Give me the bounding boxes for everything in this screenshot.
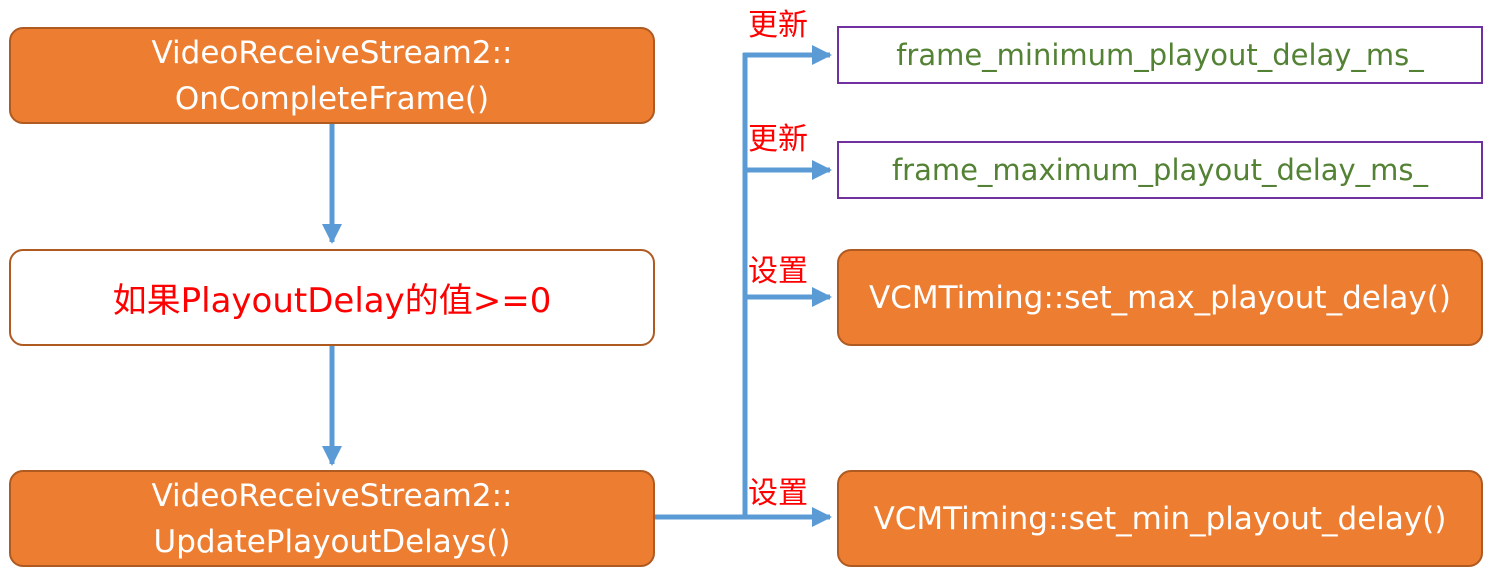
frame-max-box: frame_maximum_playout_delay_ms_ bbox=[837, 141, 1483, 199]
update-label-1: 更新 bbox=[748, 8, 808, 43]
set-min-playout-delay-box: VCMTiming::set_min_playout_delay() bbox=[837, 470, 1483, 567]
set-label-2: 设置 bbox=[748, 476, 808, 511]
set-label-1: 设置 bbox=[748, 254, 808, 289]
set-max-playout-delay-label: VCMTiming::set_max_playout_delay() bbox=[869, 279, 1451, 316]
set-min-playout-delay-label: VCMTiming::set_min_playout_delay() bbox=[873, 500, 1447, 537]
set-max-playout-delay-box: VCMTiming::set_max_playout_delay() bbox=[837, 249, 1483, 346]
condition-box: 如果PlayoutDelay的值>=0 bbox=[9, 249, 655, 346]
frame-max-label: frame_maximum_playout_delay_ms_ bbox=[891, 153, 1429, 187]
on-complete-frame-box: VideoReceiveStream2:: OnCompleteFrame() bbox=[9, 27, 655, 124]
update-playout-delays-box: VideoReceiveStream2:: UpdatePlayoutDelay… bbox=[9, 470, 655, 567]
update-playout-delays-label: VideoReceiveStream2:: UpdatePlayoutDelay… bbox=[151, 477, 513, 560]
update-label-2: 更新 bbox=[748, 122, 808, 157]
frame-min-label: frame_minimum_playout_delay_ms_ bbox=[896, 38, 1424, 72]
frame-min-box: frame_minimum_playout_delay_ms_ bbox=[837, 26, 1483, 84]
on-complete-frame-label: VideoReceiveStream2:: OnCompleteFrame() bbox=[151, 34, 513, 117]
condition-label: 如果PlayoutDelay的值>=0 bbox=[112, 281, 552, 321]
